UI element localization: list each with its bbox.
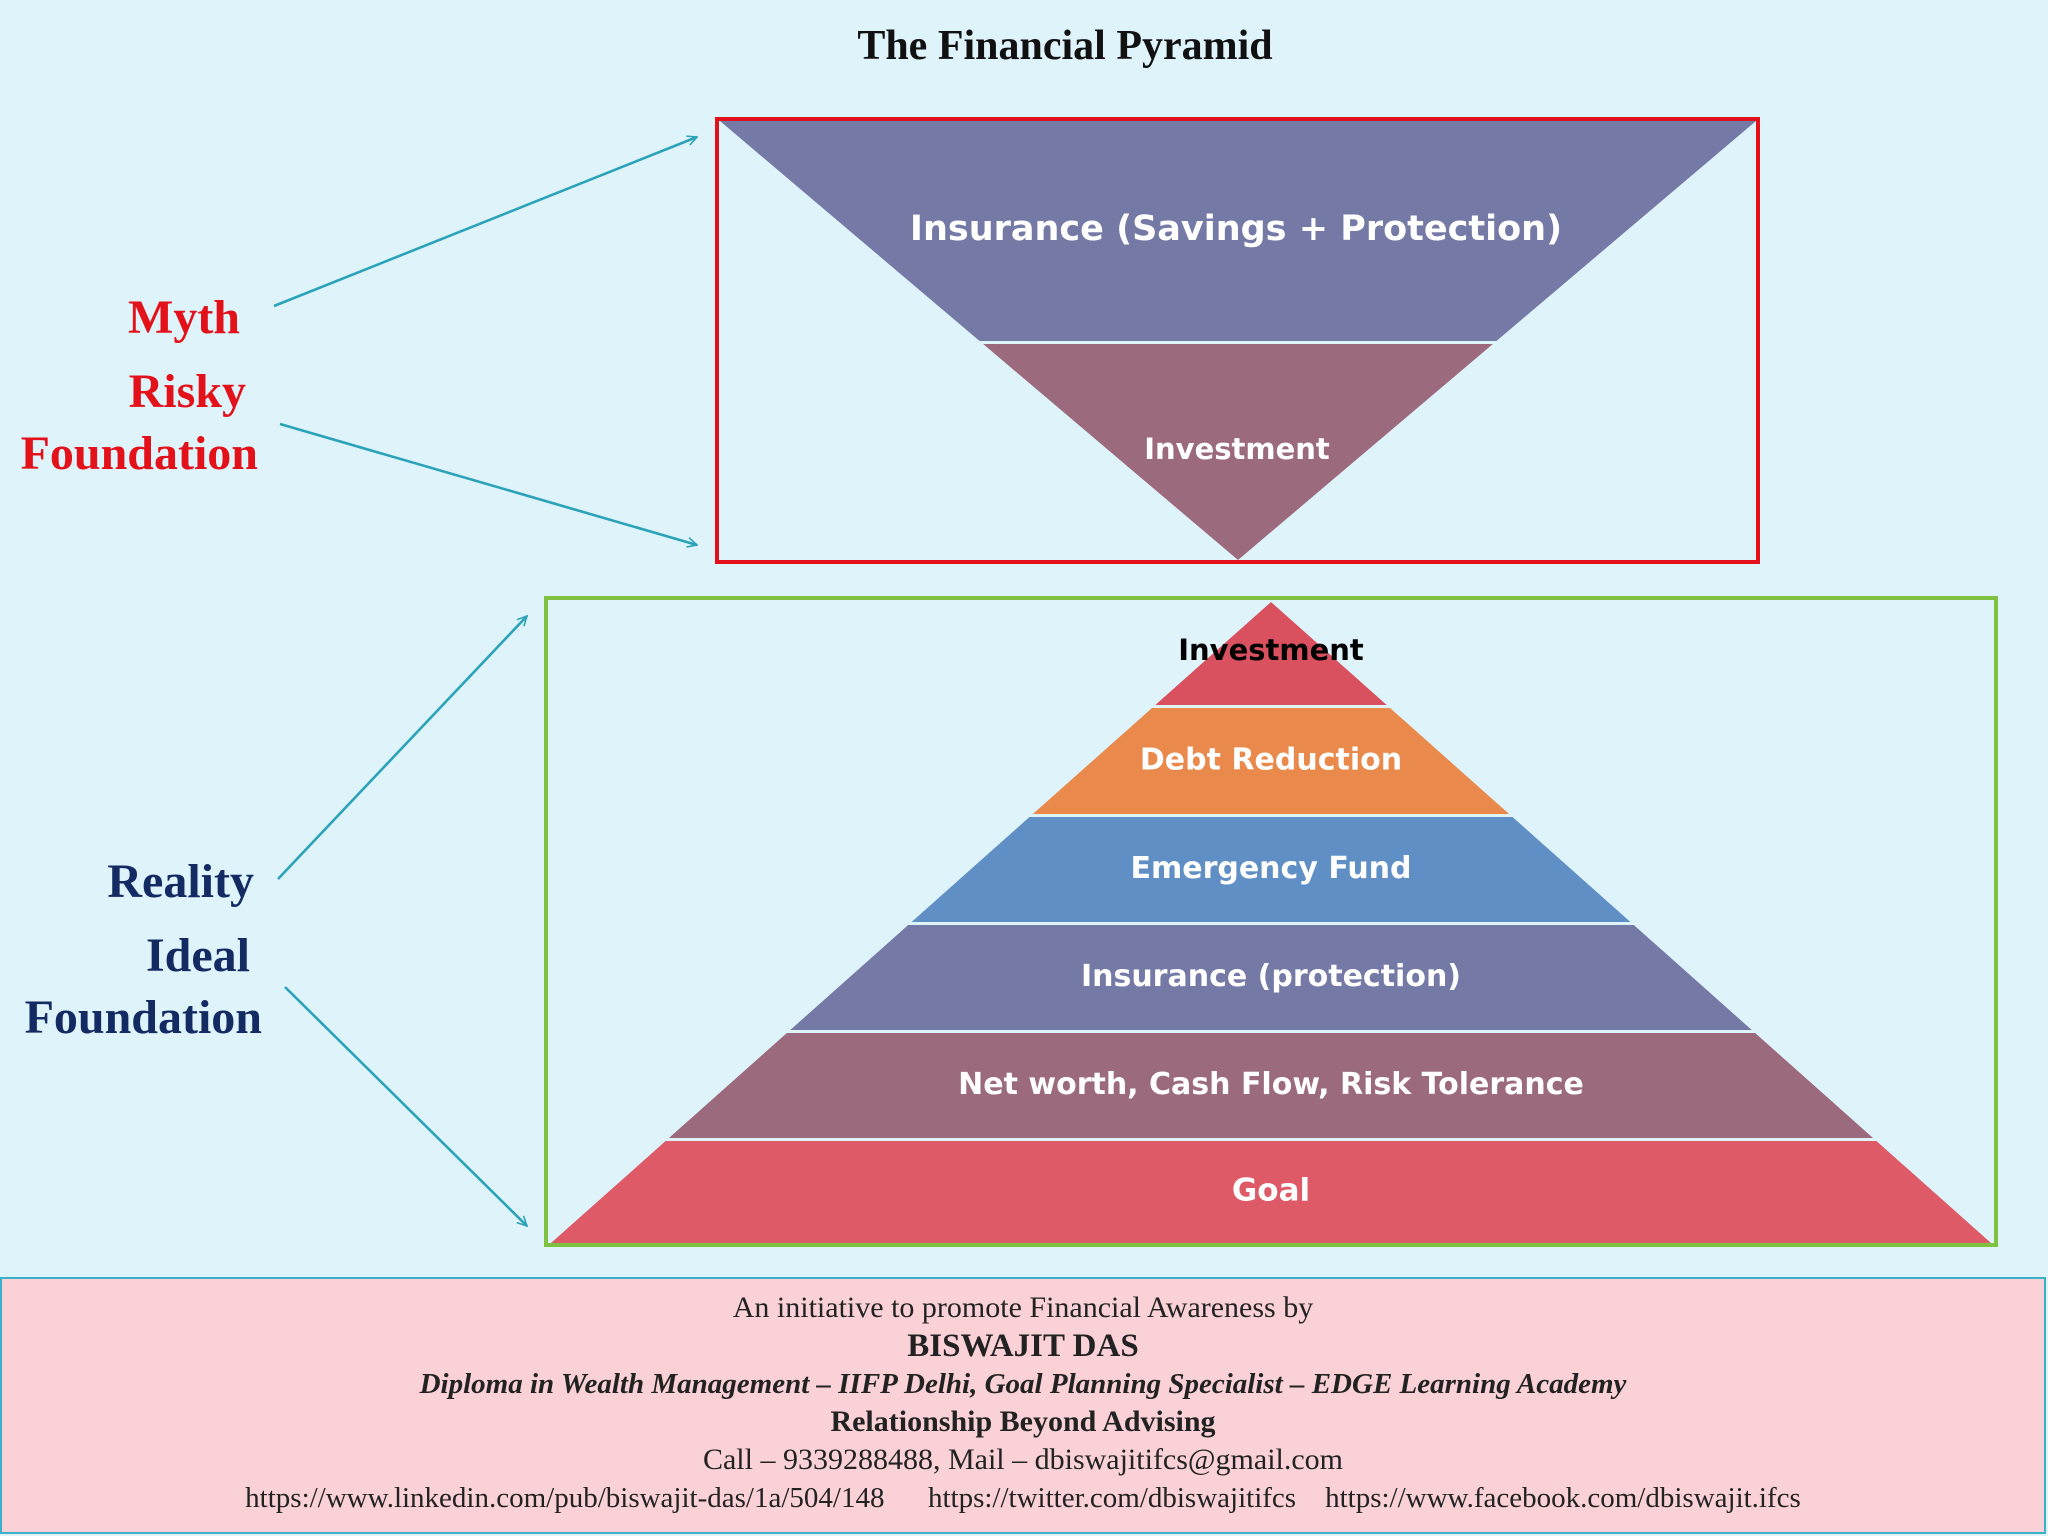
reality-label-line: Foundation <box>24 991 262 1044</box>
myth-label-foundation: Foundation <box>21 424 258 484</box>
linkedin-link[interactable]: https://www.linkedin.com/pub/biswajit-da… <box>245 1482 885 1514</box>
reality-arrow-up <box>277 616 527 880</box>
footer-intro: An initiative to promote Financial Aware… <box>732 1291 1314 1324</box>
myth-label: Myth <box>128 288 240 358</box>
reality-layer-label: Goal <box>1232 1173 1310 1209</box>
reality-layer-label: Debt Reduction <box>1140 743 1402 778</box>
reality-layer-insurance <box>790 925 1752 1030</box>
footer-credentials: Diploma in Wealth Management – IIFP Delh… <box>419 1368 1627 1400</box>
footer-tagline: Relationship Beyond Advising <box>830 1405 1216 1438</box>
reality-label-ideal: Ideal <box>146 926 250 986</box>
footer-links: https://www.linkedin.com/pub/biswajit-da… <box>2 1479 2044 1517</box>
reality-label-line: Ideal <box>145 929 250 982</box>
reality-label-foundation: Foundation <box>25 988 262 1048</box>
footer-name: BISWAJIT DAS <box>907 1328 1139 1364</box>
myth-layer-label: Investment <box>1144 432 1330 466</box>
reality-layer-investment <box>1155 602 1387 705</box>
facebook-link[interactable]: https://www.facebook.com/dbiswajit.ifcs <box>1325 1482 1801 1514</box>
footer-panel: An initiative to promote Financial Aware… <box>0 1277 2046 1534</box>
myth-layer-insurance <box>720 121 1756 341</box>
twitter-link[interactable]: https://twitter.com/dbiswajitifcs <box>927 1482 1297 1514</box>
reality-layer-goal <box>551 1141 1991 1243</box>
reality-arrow-down <box>284 986 527 1226</box>
myth-label-risky: Risky <box>129 362 246 422</box>
myth-layer-label: Insurance (Savings + Protection) <box>910 209 1562 249</box>
myth-label-line: Foundation <box>20 427 258 480</box>
reality-box <box>544 596 1998 1247</box>
reality-layer-label: Investment <box>1178 633 1364 667</box>
reality-label: Reality <box>107 852 254 912</box>
reality-layer-debt-reduction <box>1032 708 1510 814</box>
reality-layer-label: Emergency Fund <box>1130 851 1411 886</box>
reality-layer-label: Insurance (protection) <box>1081 959 1461 994</box>
myth-label-line: Myth <box>128 291 240 344</box>
reality-layer-label: Net worth, Cash Flow, Risk Tolerance <box>958 1067 1584 1102</box>
footer-contact: Call – 9339288488, Mail – dbiswajitifcs@… <box>702 1443 1344 1476</box>
myth-label-line: Risky <box>128 365 246 418</box>
myth-arrow-up <box>273 137 697 308</box>
myth-box <box>715 117 1760 564</box>
reality-label-line: Reality <box>107 855 254 908</box>
reality-layer-net-worth <box>668 1033 1874 1138</box>
page-title: The Financial Pyramid <box>857 23 1273 69</box>
myth-arrow-down <box>279 422 697 545</box>
myth-layer-investment <box>983 344 1493 560</box>
reality-layer-emergency-fund <box>911 817 1631 922</box>
